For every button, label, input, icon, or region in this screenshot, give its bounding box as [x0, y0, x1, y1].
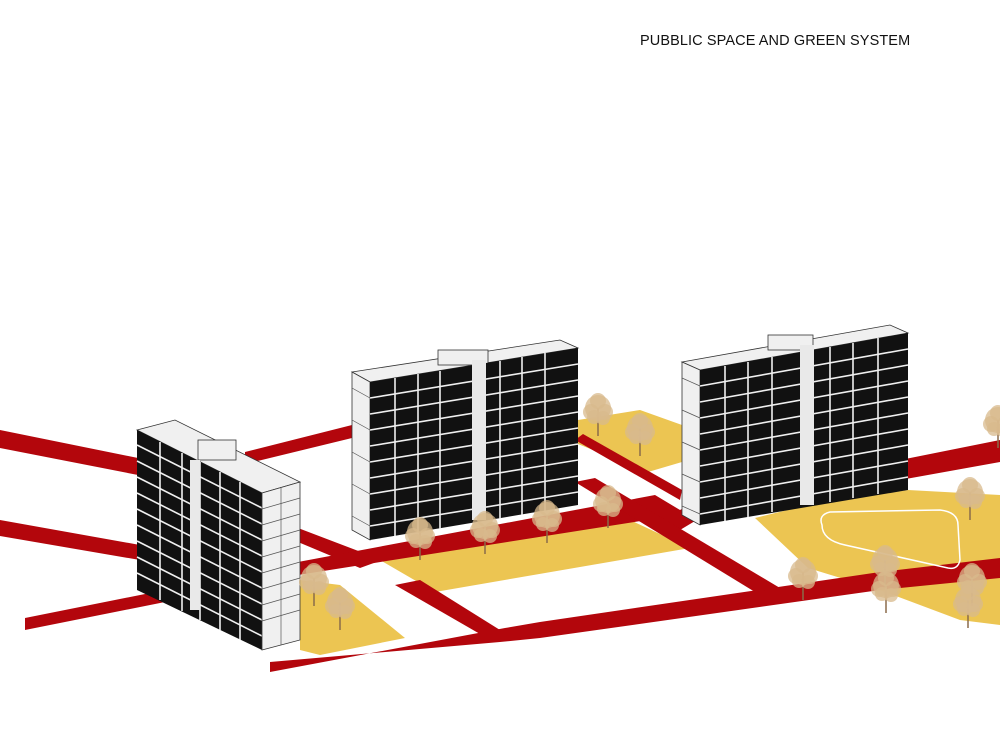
tree-icon: [583, 393, 613, 436]
street-main-lower: [270, 558, 1000, 672]
tree-icon: [983, 405, 1000, 448]
street-main-horizontal: [298, 440, 1000, 575]
middle-tower-core: [472, 360, 486, 520]
tree-icon: [788, 557, 818, 600]
left-tower-gap: [190, 460, 200, 610]
tree-icon: [405, 517, 435, 560]
street-left-lower: [25, 588, 175, 630]
tree-icon: [625, 413, 655, 456]
right-tower-core: [800, 345, 814, 505]
tree-icon: [870, 545, 900, 588]
street-vertical-center: [395, 580, 500, 634]
sports-court-outline: [820, 509, 961, 570]
middle-tower-side-floors: [351, 387, 371, 527]
tree-icon: [299, 563, 329, 606]
tree-icon: [532, 500, 562, 543]
green-area-left: [300, 580, 405, 655]
tree-icon: [871, 570, 901, 613]
tree-icon: [470, 511, 500, 554]
street-left-mid: [0, 520, 140, 560]
middle-tower-side: [351, 371, 371, 541]
diagram-title: PUBBLIC SPACE AND GREEN SYSTEM: [640, 33, 911, 49]
green-area-center: [380, 520, 690, 592]
street-diag-mid: [575, 478, 780, 592]
green-area-top: [578, 410, 682, 472]
tree-icon: [593, 485, 623, 528]
street-network: [0, 425, 1000, 672]
street-left-upper: [0, 430, 138, 475]
left-tower-roof-box: [197, 439, 237, 461]
right-tower: [680, 324, 910, 526]
right-tower-side-floors: [681, 377, 701, 515]
tree-icon: [325, 587, 355, 630]
tree-icon: [955, 477, 985, 520]
left-tower-side-floors: [261, 488, 301, 645]
tree-icon: [953, 585, 983, 628]
street-diag-top: [575, 434, 682, 500]
tree-group: [299, 393, 1000, 630]
middle-tower: [350, 339, 580, 541]
left-tower: [135, 419, 302, 651]
street-upper-link: [245, 425, 352, 464]
